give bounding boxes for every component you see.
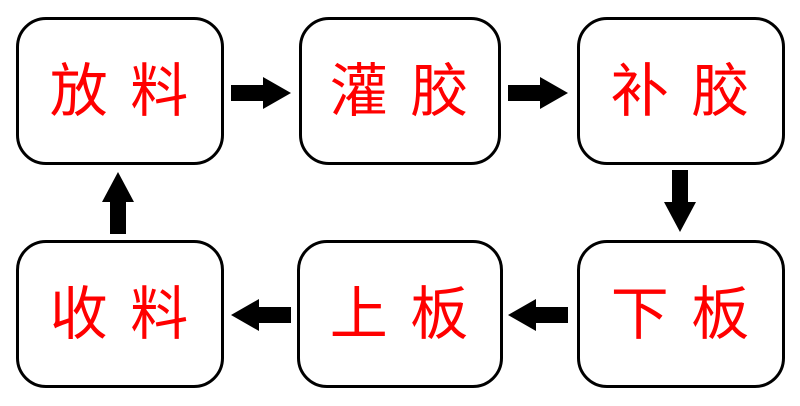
node-bujiao-label: 补 胶	[610, 57, 752, 125]
node-guanjiao-label: 灌 胶	[329, 57, 471, 125]
arrow-right-icon	[231, 77, 291, 109]
node-bujiao: 补 胶	[577, 17, 785, 165]
arrow-left-icon	[231, 299, 291, 331]
node-shangban: 上 板	[297, 240, 503, 388]
arrow-left-icon	[508, 299, 568, 331]
arrow-down-icon	[664, 170, 696, 232]
node-xiaban: 下 板	[577, 240, 785, 388]
node-shouliao-label: 收 料	[49, 280, 191, 348]
arrow-right-icon	[508, 77, 568, 109]
node-fangliao: 放 料	[16, 17, 224, 165]
node-shouliao: 收 料	[16, 240, 224, 388]
node-shangban-label: 上 板	[329, 280, 471, 348]
node-xiaban-label: 下 板	[610, 280, 752, 348]
arrow-up-icon	[102, 172, 134, 234]
node-fangliao-label: 放 料	[49, 57, 191, 125]
node-guanjiao: 灌 胶	[299, 17, 501, 165]
